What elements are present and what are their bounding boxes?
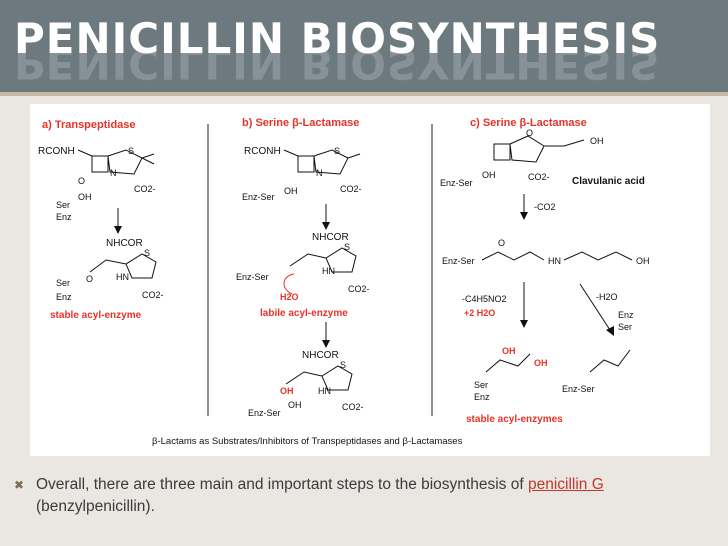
svg-text:S: S: [334, 146, 340, 156]
carboxylate-label: CO2-: [348, 284, 370, 294]
reaction-diagram-svg: a) Transpeptidase RCONH S N CO2- O Ser O…: [38, 117, 650, 447]
enz-ser-label: Enz-Ser: [242, 192, 275, 202]
oh-label: OH: [78, 192, 92, 202]
oh-label: OH: [636, 256, 650, 266]
enz-ser-label: Enz-Ser: [236, 272, 269, 282]
hn-label: HN: [116, 272, 129, 282]
enz-ser-label: Enz-Ser: [562, 384, 595, 394]
svg-text:S: S: [340, 360, 346, 370]
slide-title: PENICILLIN BIOSYNTHESIS: [14, 14, 661, 63]
body-paragraph: Overall, there are three main and import…: [36, 474, 696, 518]
oh-label: OH: [534, 358, 548, 368]
panel-heading: c) Serine β-Lactamase: [470, 117, 587, 129]
title-divider: [0, 92, 728, 96]
loss-right-label: -H2O: [596, 292, 618, 302]
hn-label: HN: [322, 266, 335, 276]
penicillin-g-link[interactable]: penicillin G: [527, 476, 604, 493]
substituent-label: RCONH: [38, 146, 75, 157]
panel-result-label: labile acyl-enzyme: [260, 308, 348, 319]
svg-text:O: O: [86, 274, 93, 284]
oh-label: OH: [590, 136, 604, 146]
panel-serine-lactamase-c: c) Serine β-Lactamase O OH Enz-Ser OH CO…: [440, 117, 650, 425]
enz-label: Enz: [56, 292, 72, 302]
body-text-end: (benzylpenicillin).: [36, 498, 155, 515]
svg-text:S: S: [144, 248, 150, 258]
svg-text:O: O: [78, 176, 85, 186]
compound-name: Clavulanic acid: [572, 176, 645, 187]
carboxylate-label: CO2-: [134, 184, 156, 194]
oh-label: OH: [502, 346, 516, 356]
oh-acid-label: OH: [280, 386, 294, 396]
oh-label: OH: [482, 170, 496, 180]
product-substituent: NHCOR: [106, 238, 143, 249]
enz-ser-label: Enz-Ser: [440, 178, 473, 188]
carboxylate-label: CO2-: [528, 172, 550, 182]
water-left-label: +2 H2O: [464, 308, 495, 318]
ser-label: Ser: [56, 200, 70, 210]
carboxylate-label: CO2-: [340, 184, 362, 194]
hn-label: HN: [318, 386, 331, 396]
bullet-icon: ✖: [14, 478, 25, 492]
oh-label: OH: [284, 186, 298, 196]
svg-text:N: N: [110, 168, 117, 178]
enz-ser-label: Enz-Ser: [248, 408, 281, 418]
panel-transpeptidase: a) Transpeptidase RCONH S N CO2- O Ser O…: [38, 119, 164, 321]
enz-ser-label: Enz-Ser: [442, 256, 475, 266]
enz-label: Enz: [474, 392, 490, 402]
enz-label: Enz: [618, 310, 634, 320]
ser-label: Ser: [56, 278, 70, 288]
loss-left-label: -C4H5NO2: [462, 294, 507, 304]
panel-heading: a) Transpeptidase: [42, 119, 136, 131]
slide-title-reflection: PENICILLIN BIOSYNTHESIS: [14, 39, 661, 88]
water-label: H2O: [280, 292, 299, 302]
diagram-caption: β-Lactams as Substrates/Inhibitors of Tr…: [152, 436, 463, 447]
enz-label: Enz: [56, 212, 72, 222]
panel-result-label: stable acyl-enzymes: [466, 414, 563, 425]
ring-oxygen: O: [526, 128, 533, 138]
oh-label: OH: [288, 400, 302, 410]
panel-serine-lactamase-b: b) Serine β-Lactamase RCONH S N Enz-Ser …: [236, 117, 370, 418]
panel-result-label: stable acyl-enzyme: [50, 310, 142, 321]
carbonyl-oxygen: O: [498, 238, 505, 248]
co2-loss-label: -CO2: [534, 202, 556, 212]
hn-label: HN: [548, 256, 561, 266]
carboxylate-label: CO2-: [342, 402, 364, 412]
carboxylate-label: CO2-: [142, 290, 164, 300]
panel-heading: b) Serine β-Lactamase: [242, 117, 359, 129]
svg-text:N: N: [316, 168, 323, 178]
svg-text:S: S: [344, 242, 350, 252]
product-substituent: NHCOR: [302, 350, 339, 361]
substituent-label: RCONH: [244, 146, 281, 157]
svg-text:S: S: [128, 146, 134, 156]
ser-label: Ser: [618, 322, 632, 332]
body-text-start: Overall, there are three main and import…: [36, 476, 528, 493]
reaction-diagram: a) Transpeptidase RCONH S N CO2- O Ser O…: [30, 104, 710, 456]
title-bar: PENICILLIN BIOSYNTHESIS PENICILLIN BIOSY…: [0, 0, 728, 92]
ser-label: Ser: [474, 380, 488, 390]
product-substituent: NHCOR: [312, 232, 349, 243]
